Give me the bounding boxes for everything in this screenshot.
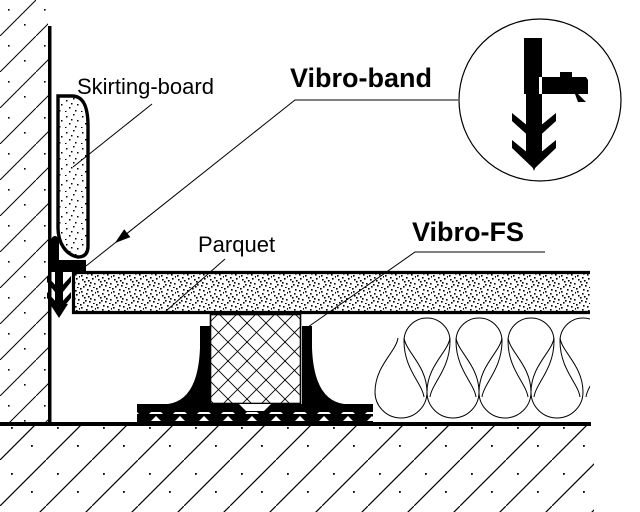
detail-circle [458, 18, 622, 182]
wall-line [48, 26, 52, 422]
parquet-label: Parquet [198, 232, 276, 257]
vibro-fs-label: Vibro-FS [412, 217, 525, 247]
vibro-band-profile-icon [512, 38, 588, 171]
skirting-leader [72, 103, 153, 168]
joist [209, 313, 302, 405]
parquet-leader [165, 258, 226, 312]
vibro-fs-mount [137, 326, 373, 423]
vibro-band-leader [85, 99, 458, 267]
vibro-fs-leader [307, 251, 545, 328]
insulation [374, 317, 590, 419]
vibro-band-installed [47, 236, 86, 318]
ground-hatch [0, 426, 594, 512]
wall-hatch [0, 0, 48, 422]
ground-line [0, 422, 591, 426]
skirting-board-label: Skirting-board [77, 74, 214, 99]
vibro-band-arrowhead [114, 229, 131, 244]
skirting-board-shape [56, 94, 90, 259]
leader-lines [72, 99, 545, 328]
vibro-band-label: Vibro-band [290, 63, 433, 93]
parquet-layer [71, 270, 590, 315]
